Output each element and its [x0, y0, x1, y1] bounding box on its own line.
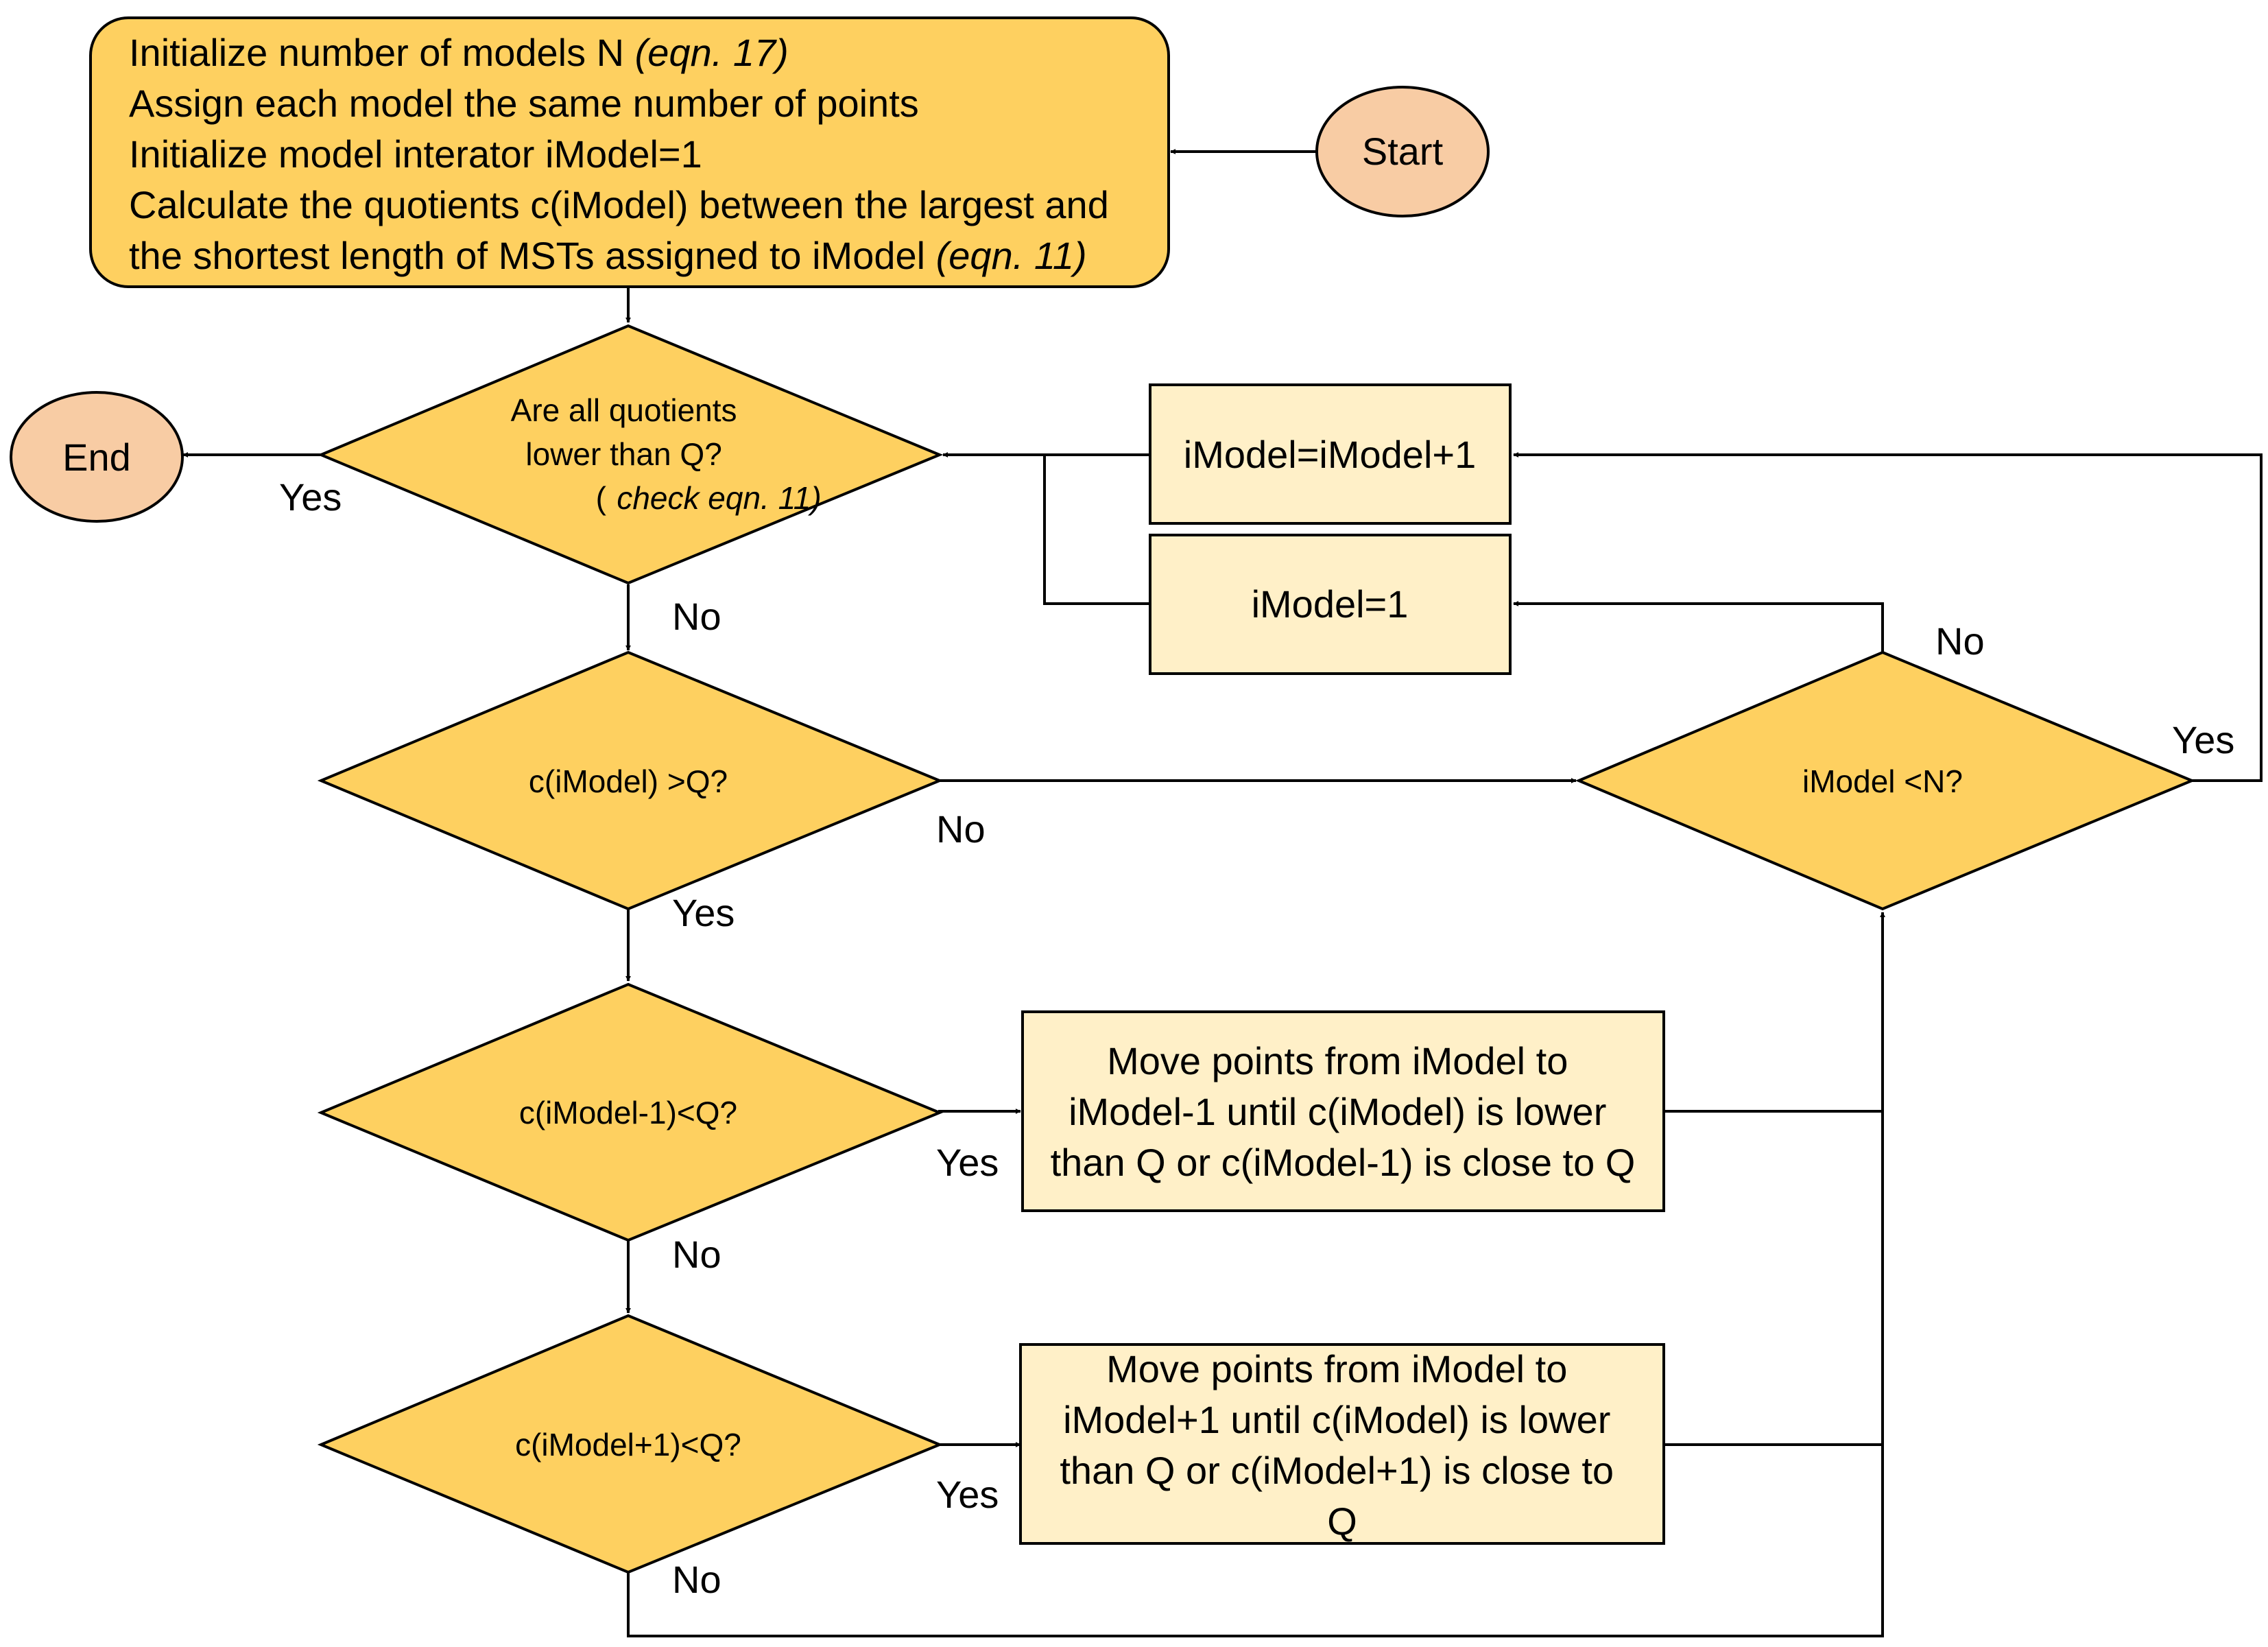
node-check-all: Are all quotients lower than Q? ( check e… — [317, 324, 944, 585]
node-imodel-lt-n: iModel <N? — [1575, 650, 2196, 911]
move-prev-text: Move points from iModel to iModel-1 unti… — [1051, 1039, 1636, 1184]
move-prev-box — [1021, 1010, 1665, 1212]
label-check-all-no: No — [672, 595, 721, 638]
label-c-prev-yes: Yes — [936, 1141, 999, 1184]
init-line-equation-ref: (eqn. 17) — [635, 31, 789, 74]
imodel-lt-n-diamond — [1575, 650, 2196, 911]
init-line: Calculate the quotients c(iModel) betwee… — [129, 183, 1109, 226]
node-start: Start — [1315, 86, 1490, 217]
check-all-text: Are all quotients lower than Q? ( check e… — [511, 392, 822, 516]
label-c-next-yes: Yes — [936, 1473, 999, 1516]
label-c-gt-q-yes: Yes — [672, 891, 735, 934]
c-next-lt-q-label: c(iModel+1)<Q? — [515, 1427, 741, 1462]
c-prev-lt-q-diamond — [317, 982, 944, 1242]
edge-reset-to-check-all — [1043, 455, 1150, 605]
edge-labels: Yes No No Yes Yes No Yes No No Yes — [279, 475, 2234, 1601]
node-move-prev: Move points from iModel to iModel-1 unti… — [1021, 1010, 1665, 1212]
label-c-gt-q-no: No — [936, 807, 986, 851]
end-label: End — [62, 436, 131, 479]
c-next-lt-q-diamond — [317, 1314, 944, 1574]
node-increment: iModel=iModel+1 — [1149, 383, 1512, 525]
label-c-next-no: No — [672, 1558, 721, 1601]
connectors — [182, 149, 2263, 1637]
move-next-box — [1019, 1343, 1665, 1545]
label-c-prev-no: No — [672, 1233, 721, 1276]
imodel-lt-n-label: iModel <N? — [1802, 763, 1963, 799]
init-line: Initialize number of models N — [129, 31, 635, 74]
move-prev-line: Move points from iModel to — [1107, 1039, 1568, 1082]
start-terminal — [1315, 86, 1490, 217]
label-imodel-lt-n-yes: Yes — [2172, 718, 2234, 761]
label-imodel-lt-n-no: No — [1935, 619, 1985, 663]
move-next-line: Move points from iModel to — [1106, 1347, 1567, 1390]
node-c-gt-q: c(iModel) >Q? — [317, 650, 944, 911]
check-all-line1: Are all quotients — [511, 392, 737, 428]
node-c-prev-lt-q: c(iModel-1)<Q? — [317, 982, 944, 1242]
node-end: End — [10, 391, 184, 523]
check-all-line3-italic: check eqn. 11) — [617, 480, 821, 516]
edge-imodel-lt-n-no-to-reset — [1513, 601, 1884, 652]
label-check-all-yes: Yes — [279, 475, 342, 519]
move-next-line: Q — [1327, 1500, 1357, 1543]
node-c-next-lt-q: c(iModel+1)<Q? — [317, 1314, 944, 1574]
edge-c-next-no — [627, 1468, 1884, 1637]
node-reset: iModel=1 — [1149, 534, 1512, 675]
increment-label: iModel=iModel+1 — [1184, 433, 1476, 476]
reset-label: iModel=1 — [1252, 582, 1409, 626]
edge-imodel-lt-n-yes-to-increment — [1513, 452, 2263, 782]
move-prev-line: than Q or c(iModel-1) is close to Q — [1051, 1141, 1636, 1184]
init-line: Assign each model the same number of poi… — [129, 82, 919, 125]
check-all-line2: lower than Q? — [525, 436, 721, 472]
move-next-line: iModel+1 until c(iModel) is lower — [1063, 1398, 1610, 1441]
increment-box — [1149, 383, 1512, 525]
c-gt-q-diamond — [317, 650, 944, 911]
move-next-line: than Q or c(iModel+1) is close to — [1060, 1449, 1614, 1492]
start-label: Start — [1362, 130, 1444, 173]
move-next-text: Move points from iModel to iModel+1 unti… — [1060, 1347, 1624, 1543]
init-box — [89, 16, 1170, 288]
node-init: Initialize number of models N (eqn. 17) A… — [89, 16, 1170, 288]
init-line: Initialize model interator iModel=1 — [129, 132, 702, 176]
check-all-diamond — [317, 324, 944, 585]
c-prev-lt-q-label: c(iModel-1)<Q? — [519, 1095, 737, 1130]
c-gt-q-label: c(iModel) >Q? — [529, 763, 728, 799]
init-line: the shortest length of MSTs assigned to … — [129, 234, 936, 277]
init-text: Initialize number of models N (eqn. 17) A… — [129, 31, 1109, 277]
node-move-next: Move points from iModel to iModel+1 unti… — [1019, 1343, 1665, 1545]
end-terminal — [10, 391, 184, 523]
check-all-line3-open: ( — [596, 480, 607, 516]
init-line-equation-ref: (eqn. 11) — [936, 234, 1087, 277]
move-prev-line: iModel-1 until c(iModel) is lower — [1069, 1090, 1606, 1133]
reset-box — [1149, 534, 1512, 675]
